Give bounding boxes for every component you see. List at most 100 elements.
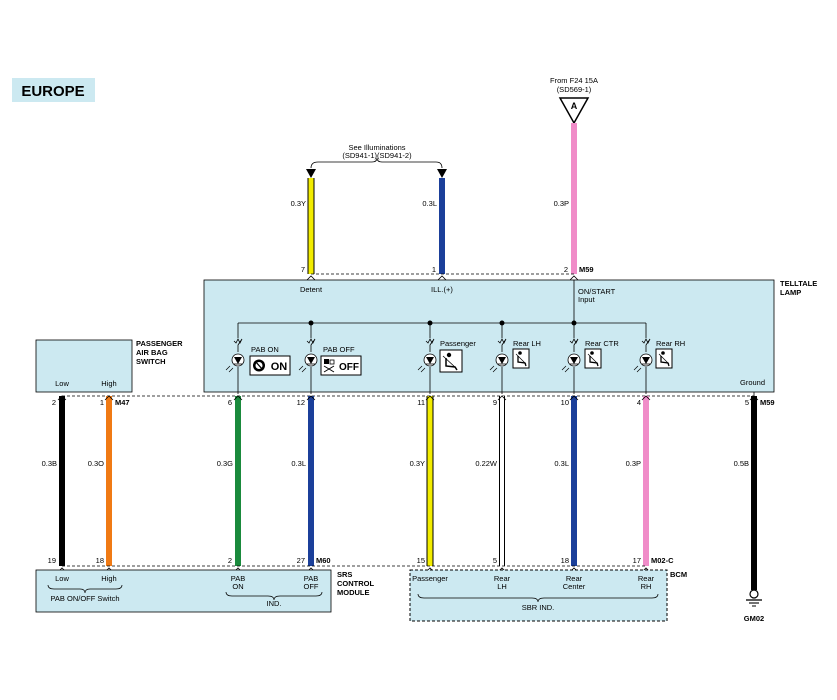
region-label: EUROPE xyxy=(21,83,84,100)
pin-18-m60: 18 xyxy=(96,556,104,565)
lamp-rear-lh-icon xyxy=(489,353,509,373)
wire-pab-high-spec: 0.3O xyxy=(88,459,104,468)
rear-lh-seatbelt-icon xyxy=(512,348,530,369)
wire-detent-spec: 0.3Y xyxy=(291,199,306,208)
lamp-passenger-icon xyxy=(417,353,437,373)
pin-4-m59: 4 xyxy=(637,398,641,407)
detent-arrow-icon xyxy=(306,169,316,178)
srs-pab-off-label-2: OFF xyxy=(304,582,319,591)
m59-connector-label: M59 xyxy=(579,265,594,274)
svg-text:ON: ON xyxy=(271,361,288,373)
pab-switch-title-2: AIR BAG xyxy=(136,348,168,357)
srs-low-label: Low xyxy=(55,574,69,583)
lamp-pab-off-icon xyxy=(298,353,318,373)
pin-15-bcm: 15 xyxy=(417,556,425,565)
m47-connector-label: M47 xyxy=(115,398,130,407)
lamp-rear-rh-label: Rear RH xyxy=(656,339,685,348)
bcm-rear-lh-label-2: LH xyxy=(497,582,507,591)
srs-pab-off-label: PAB xyxy=(304,574,318,583)
wire-rear-ctr-spec: 0.3L xyxy=(554,459,569,468)
lamp-rear-rh-icon xyxy=(633,353,653,373)
pab-switch-high-label: High xyxy=(101,379,116,388)
telltale-title-2: LAMP xyxy=(780,288,801,297)
pin-2-m47: 2 xyxy=(52,398,56,407)
illumination-ref-codes: (SD941-1)(SD941-2) xyxy=(342,151,412,160)
rear-rh-seatbelt-icon xyxy=(655,348,673,369)
bcm-box xyxy=(409,569,668,622)
bcm-rear-center-label: Rear xyxy=(566,574,583,583)
ground-label-gm02: GM02 xyxy=(744,614,764,623)
wire-rear-lh-spec: 0.22W xyxy=(475,459,498,468)
pab-switch-box xyxy=(35,339,133,393)
pin-5-m59: 5 xyxy=(745,398,749,407)
pab-switch-title: PASSENGER xyxy=(136,339,183,348)
pin-5-bcm: 5 xyxy=(493,556,497,565)
pab-on-indicator-icon: ON xyxy=(249,355,291,376)
srs-pab-on-label-2: ON xyxy=(232,582,243,591)
m60-connector-label: M60 xyxy=(316,556,331,565)
ign-label-2: Input xyxy=(578,295,596,304)
srs-switch-brace xyxy=(47,584,123,594)
pin-17-bcm: 17 xyxy=(633,556,641,565)
connector-a-label: A xyxy=(571,101,578,111)
pab-off-indicator-icon: OFF xyxy=(320,355,362,376)
pin-12-m59: 12 xyxy=(297,398,305,407)
pin-1: 1 xyxy=(432,265,436,274)
pin-18-bcm: 18 xyxy=(561,556,569,565)
ign-label: ON/START xyxy=(578,287,616,296)
srs-title-2: CONTROL xyxy=(337,579,374,588)
illumination-ref: See Illuminations xyxy=(348,143,405,152)
pin-27-m60: 27 xyxy=(297,556,305,565)
pin-9-m59: 9 xyxy=(493,398,497,407)
bcm-rear-rh-label-2: RH xyxy=(641,582,652,591)
srs-title-3: MODULE xyxy=(337,588,370,597)
wire-ill-spec: 0.3L xyxy=(422,199,437,208)
bcm-rear-rh-label: Rear xyxy=(638,574,655,583)
lamp-pab-on-icon xyxy=(225,353,245,373)
pin-1-m47: 1 xyxy=(100,398,104,407)
srs-module-box xyxy=(35,569,332,613)
srs-high-label: High xyxy=(101,574,116,583)
illumination-brace xyxy=(310,157,443,169)
srs-ind-label: IND. xyxy=(267,599,282,608)
pin-2-m60: 2 xyxy=(228,556,232,565)
fuse-ref-code: (SD569-1) xyxy=(557,85,592,94)
pin-7: 7 xyxy=(301,265,305,274)
srs-pab-on-label: PAB xyxy=(231,574,245,583)
lamp-pab-on-label: PAB ON xyxy=(251,345,279,354)
pin-2: 2 xyxy=(564,265,568,274)
region-badge xyxy=(12,78,95,102)
srs-ind-brace xyxy=(225,591,323,601)
lamp-pab-off-label: PAB OFF xyxy=(323,345,355,354)
ground-label: Ground xyxy=(740,378,765,387)
wire-rear-rh-spec: 0.3P xyxy=(626,459,641,468)
bcm-rear-center-label-2: Center xyxy=(563,582,586,591)
ground-symbol-icon xyxy=(746,589,762,607)
wire-pab-off-spec: 0.3L xyxy=(291,459,306,468)
svg-text:OFF: OFF xyxy=(339,362,359,373)
lamp-rear-lh-label: Rear LH xyxy=(513,339,541,348)
pin-19-m60: 19 xyxy=(48,556,56,565)
telltale-title: TELLTALE xyxy=(780,279,817,288)
pin-10-m59: 10 xyxy=(561,398,569,407)
pab-switch-low-label: Low xyxy=(55,379,69,388)
bcm-sbr-brace xyxy=(417,593,659,603)
bcm-title: BCM xyxy=(670,570,687,579)
pin-11-m59: 11 xyxy=(417,398,425,407)
bcm-sbr-label: SBR IND. xyxy=(522,603,555,612)
m59-bottom-connector-label: M59 xyxy=(760,398,775,407)
wire-pab-low-spec: 0.3B xyxy=(42,459,57,468)
wire-passenger-spec: 0.3Y xyxy=(410,459,425,468)
lamp-rear-ctr-label: Rear CTR xyxy=(585,339,619,348)
pab-switch-title-3: SWITCH xyxy=(136,357,166,366)
wire-pab-on-spec: 0.3G xyxy=(217,459,233,468)
fuse-ref: From F24 15A xyxy=(550,76,598,85)
wire-ground-spec: 0.5B xyxy=(734,459,749,468)
rear-ctr-seatbelt-icon xyxy=(584,348,602,369)
passenger-seatbelt-icon xyxy=(439,349,463,373)
srs-switch-label: PAB ON/OFF Switch xyxy=(50,594,119,603)
lamp-rear-ctr-icon xyxy=(561,353,581,373)
lamp-passenger-label: Passenger xyxy=(440,339,476,348)
bcm-passenger-label: Passenger xyxy=(412,574,448,583)
wire-ign-spec: 0.3P xyxy=(554,199,569,208)
